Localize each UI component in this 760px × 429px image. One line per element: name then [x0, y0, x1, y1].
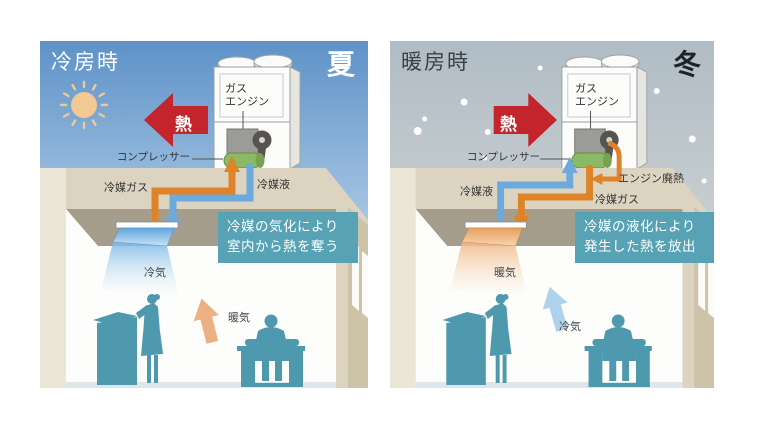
person-at-copier [93, 294, 163, 385]
indoor-unit [450, 221, 528, 297]
compressor-label: コンプレッサー [116, 151, 190, 163]
panel-cooling: 冷房時 夏 熱 ガス エンジン コンプレッサー 冷媒ガス 冷媒液 冷気 暖気 冷… [40, 41, 368, 388]
left-wall [390, 168, 416, 388]
panel-title: 暖房時 [401, 50, 470, 74]
season-badge: 冬 [672, 48, 702, 81]
heat-arrow-label: 熱 [500, 115, 517, 135]
heating-caption: 冷媒の液化により 発生した熱を放出 [575, 212, 714, 264]
left-wall [40, 168, 66, 388]
person-at-desk [237, 314, 305, 387]
gas-engine [226, 128, 259, 158]
cool-air-label: 冷気 [559, 320, 581, 333]
floor [415, 382, 683, 388]
person-at-copier [442, 294, 512, 385]
gas-engine-label: ガス エンジン [575, 82, 619, 109]
warm-air-label: 暖気 [228, 311, 250, 324]
heat-arrow-right [493, 93, 557, 147]
panel-heating: 暖房時 冬 熱 ガス エンジン コンプレッサー エンジン廃熱 冷媒液 冷媒ガス … [390, 41, 714, 388]
warm-air-flow [450, 242, 528, 297]
sun-icon [59, 80, 109, 130]
refrigerant-gas-pipe [151, 171, 236, 227]
waste-heat-arrowhead [590, 173, 603, 185]
panel-title: 冷房時 [51, 50, 120, 74]
refrigerant-gas-label: 冷媒ガス [104, 181, 148, 194]
person-at-desk [584, 314, 652, 387]
refrigerant-liquid-label: 冷媒液 [257, 178, 290, 191]
compressor-label: コンプレッサー [466, 151, 540, 163]
building [390, 168, 714, 388]
engine-waste-heat-label: エンジン廃熱 [618, 172, 684, 185]
cold-air-label: 冷気 [144, 266, 166, 279]
gas-arrowhead [224, 156, 240, 172]
outdoor-unit [192, 54, 301, 170]
cold-air-flow [101, 242, 179, 297]
refrigerant-liquid-pipe [497, 172, 574, 223]
heat-arrow-left [144, 93, 208, 147]
window [708, 251, 714, 318]
heat-arrow-label: 熱 [175, 115, 192, 135]
indoor-unit [101, 221, 179, 297]
engine-waste-heat-pipe [601, 140, 622, 182]
cooling-caption: 冷媒の気化により 室内から熱を奪う [218, 212, 358, 264]
refrigerant-gas-label: 冷媒ガス [595, 193, 639, 206]
warm-air-label: 暖気 [494, 266, 516, 279]
season-badge: 夏 [326, 48, 356, 81]
refrigerant-liquid-pipe [169, 163, 254, 220]
window [362, 251, 368, 318]
refrigerant-gas-pipe [517, 165, 593, 218]
refrigerant-liquid-label: 冷媒液 [460, 185, 493, 198]
gas-engine-label: ガス エンジン [225, 82, 269, 109]
floor [66, 382, 336, 388]
warm-air-arrow [193, 298, 219, 344]
outdoor-unit [540, 54, 648, 170]
cool-air-arrow [542, 286, 568, 332]
liquid-arrowhead [561, 157, 578, 173]
